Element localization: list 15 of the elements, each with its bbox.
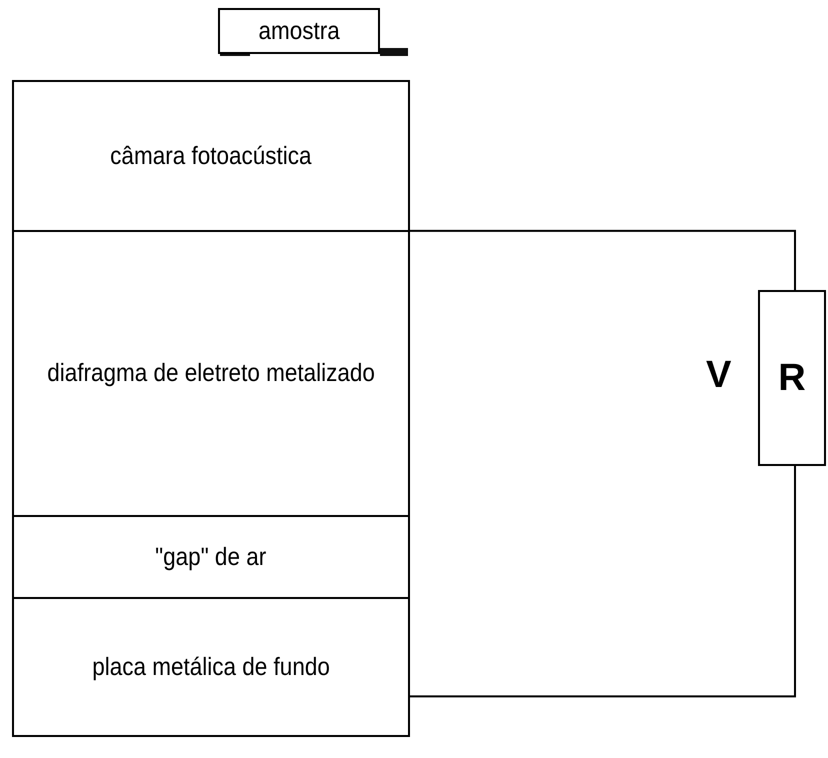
wire xyxy=(410,230,796,290)
air-gap-layer xyxy=(12,515,410,599)
resistor-symbol xyxy=(758,290,826,466)
layer-label: diafragma de eletreto metalizado xyxy=(47,359,375,388)
layer-label: câmara fotoacústica xyxy=(110,142,312,170)
layer-label: placa metálica de fundo xyxy=(92,652,330,682)
chamber-layer xyxy=(12,80,410,232)
layer-label: "gap" de ar xyxy=(155,542,267,572)
back-plate-layer xyxy=(12,597,410,737)
sample-box xyxy=(218,8,380,54)
resistor-label: R xyxy=(778,356,806,400)
voltage-label: V xyxy=(706,354,732,397)
layer-label: amostra xyxy=(258,16,340,46)
wire xyxy=(410,466,796,698)
diaphragm-layer xyxy=(12,230,410,517)
